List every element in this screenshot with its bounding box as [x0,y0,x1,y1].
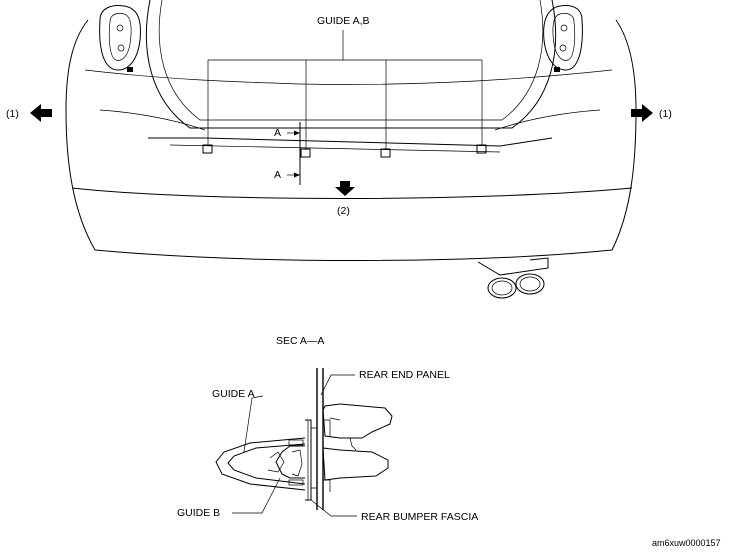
arrow-right-icon [631,104,653,122]
guide-clip-1 [202,144,213,154]
left-tail-lamp [99,5,141,72]
exhaust-pipes [477,257,549,299]
guide-b-part [267,439,305,486]
guide-clip-4 [476,144,487,154]
panel-step-detail [311,419,331,492]
guide-clip-3 [380,148,391,158]
guide-b-label: GUIDE B [177,507,220,519]
right-direction-arrow: (1) [631,104,672,122]
arrow-down-icon [335,181,355,196]
figure-id: am6xuw0000157 [652,538,721,548]
right-arrow-label: (1) [659,108,672,120]
guide-a-label: GUIDE A [212,388,255,400]
left-arrow-label: (1) [6,108,19,120]
bumper-outline [65,19,637,261]
section-leader-lines [232,374,357,517]
section-title: SEC A—A [276,335,324,347]
vehicle-rear-view [65,0,637,299]
trunk-opening-inner [158,0,544,121]
rear-bumper-fascia-label: REAR BUMPER FASCIA [361,511,478,523]
guide-leader-lines [207,30,483,150]
guide-a-part [215,437,306,491]
guide-clip-2 [300,148,311,158]
bumper-crease-lower [71,187,633,199]
guide-clip-markers [202,144,487,158]
clip-head [322,403,393,481]
down-arrow-label: (2) [337,205,350,217]
rear-end-panel [316,368,324,510]
rear-end-panel-label: REAR END PANEL [359,369,450,381]
bumper-side-line-left [99,109,206,131]
ledge-line [169,144,501,153]
bumper-crease-upper [84,69,613,85]
down-direction-arrow: (2) [335,181,355,217]
section-marker-a-top: A [274,127,281,139]
rear-end-panel-ledge [148,137,553,147]
right-tail-lamp [543,5,583,72]
section-cut-line [287,122,301,185]
trunk-opening [145,0,557,129]
section-marker-a-bottom: A [274,169,281,181]
guide-ab-label: GUIDE A,B [317,15,370,27]
bumper-side-line-right [494,109,601,131]
left-direction-arrow: (1) [6,104,52,122]
rear-bumper-fascia [305,419,312,501]
arrow-left-icon [30,104,52,122]
